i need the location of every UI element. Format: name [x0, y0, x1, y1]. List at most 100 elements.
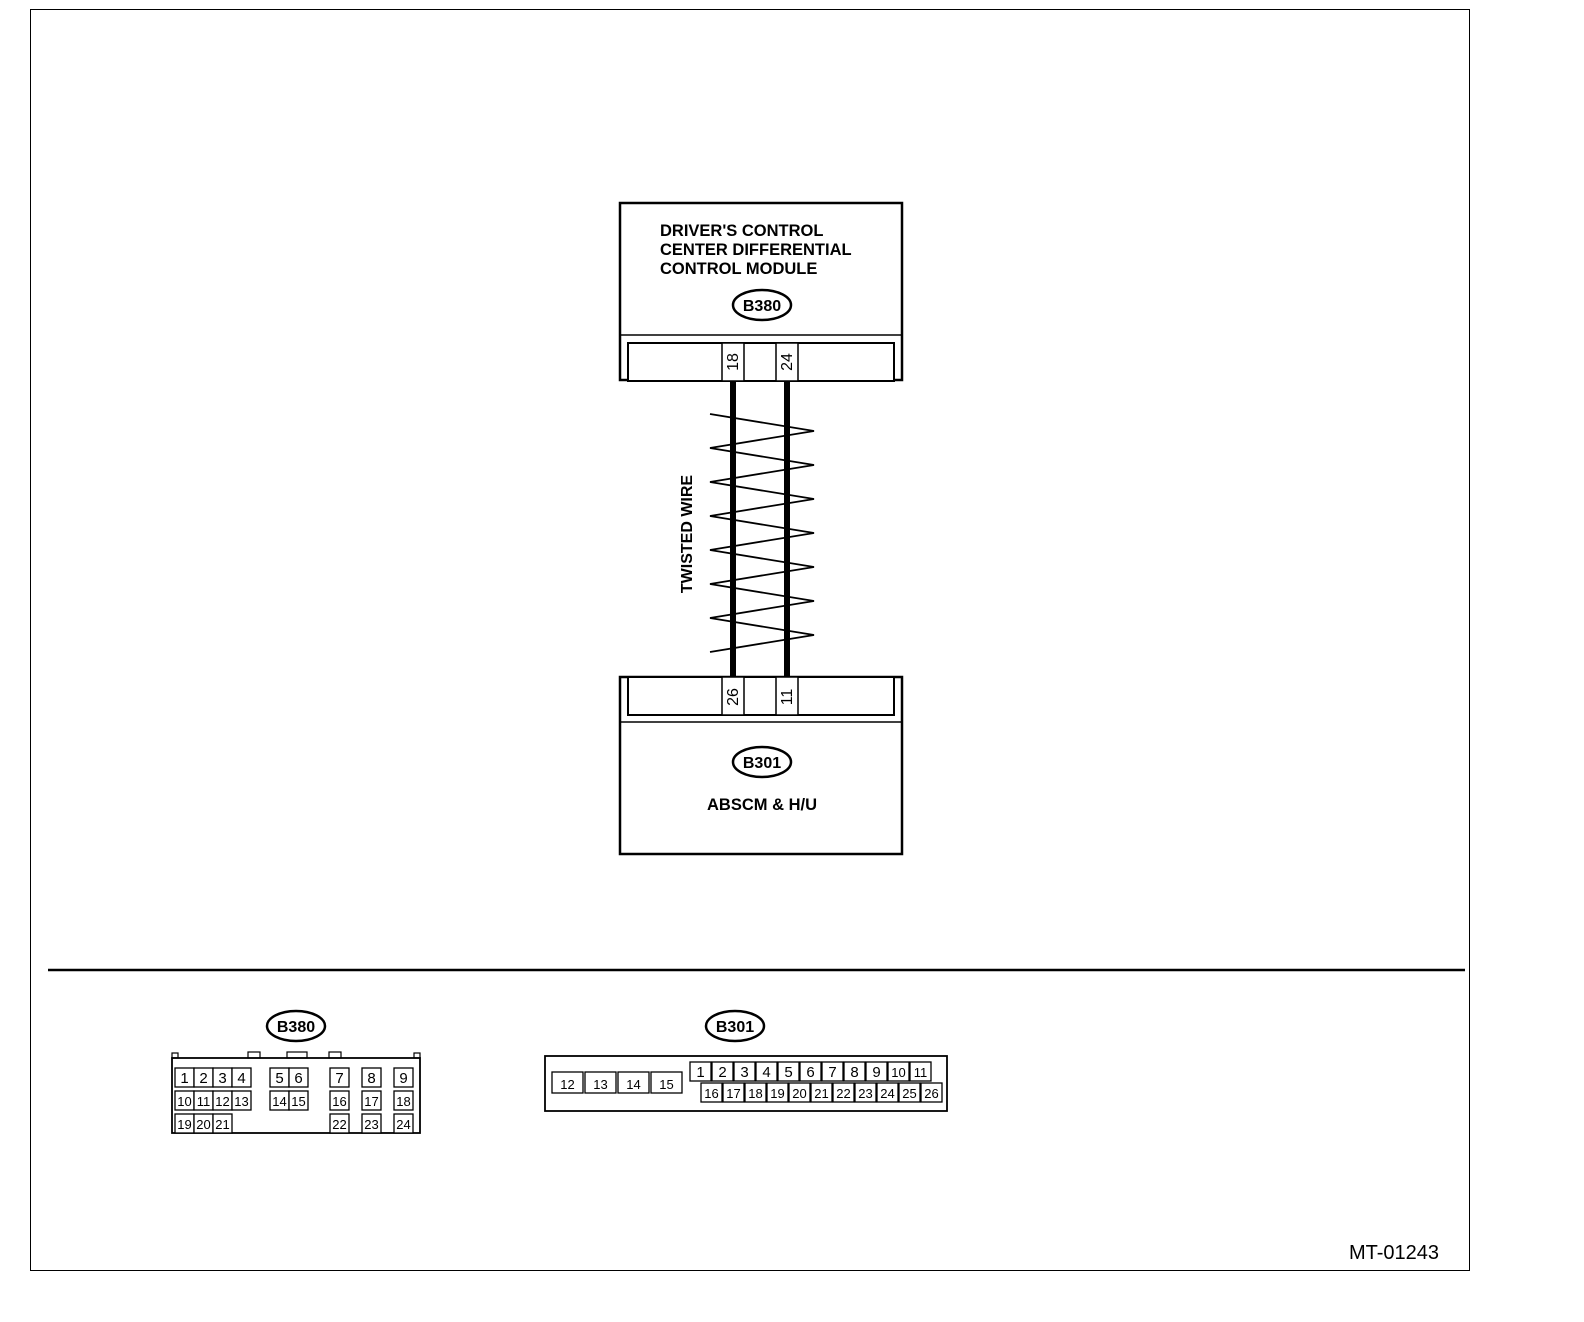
- b380-pin-20: 20: [193, 1113, 214, 1134]
- svg-text:23: 23: [364, 1117, 378, 1132]
- b380-label: B380: [277, 1019, 315, 1036]
- b380-pin-2: 2: [193, 1067, 214, 1088]
- b380-pin-4: 4: [231, 1067, 252, 1088]
- svg-text:13: 13: [593, 1077, 607, 1092]
- bottom-pin-26: 26: [725, 688, 742, 706]
- b380-pin-5: 5: [269, 1067, 290, 1088]
- b380-pin-22: 22: [329, 1113, 350, 1134]
- svg-text:22: 22: [836, 1086, 850, 1101]
- b380-pin-11: 11: [193, 1090, 214, 1111]
- svg-text:2: 2: [199, 1070, 207, 1087]
- b301-pin-9: 9: [865, 1061, 888, 1082]
- svg-text:17: 17: [726, 1086, 740, 1101]
- svg-text:17: 17: [364, 1094, 378, 1109]
- svg-text:18: 18: [748, 1086, 762, 1101]
- svg-text:8: 8: [850, 1064, 858, 1081]
- b301-label: B301: [716, 1019, 754, 1036]
- svg-text:25: 25: [902, 1086, 916, 1101]
- svg-text:12: 12: [215, 1094, 229, 1109]
- b301-pin-26: 26: [920, 1082, 943, 1103]
- svg-text:3: 3: [218, 1070, 226, 1087]
- top-connector-label: B380: [743, 298, 781, 315]
- svg-text:15: 15: [659, 1077, 673, 1092]
- b380-pin-1: 1: [174, 1067, 195, 1088]
- svg-text:9: 9: [399, 1070, 407, 1087]
- svg-text:15: 15: [291, 1094, 305, 1109]
- b301-pin-4: 4: [755, 1061, 778, 1082]
- svg-text:12: 12: [560, 1077, 574, 1092]
- svg-text:19: 19: [177, 1117, 191, 1132]
- b380-pin-7: 7: [329, 1067, 350, 1088]
- svg-text:21: 21: [814, 1086, 828, 1101]
- b301-pin-14: 14: [617, 1071, 650, 1094]
- svg-text:18: 18: [396, 1094, 410, 1109]
- svg-text:6: 6: [806, 1064, 814, 1081]
- b380-pin-8: 8: [361, 1067, 382, 1088]
- b301-pin-23: 23: [854, 1082, 877, 1103]
- b301-pin-25: 25: [898, 1082, 921, 1103]
- svg-text:11: 11: [197, 1094, 211, 1109]
- svg-text:24: 24: [396, 1117, 410, 1132]
- b301-pin-22: 22: [832, 1082, 855, 1103]
- b380-pin-10: 10: [174, 1090, 195, 1111]
- b380-pin-15: 15: [288, 1090, 309, 1111]
- b301-badge: [704, 1009, 766, 1043]
- b380-badge: [265, 1009, 327, 1043]
- b301-pin-8: 8: [843, 1061, 866, 1082]
- b301-pin-2: 2: [711, 1061, 734, 1082]
- b380-pin-24: 24: [393, 1113, 414, 1134]
- twisted-wire: TWISTED WIRE: [679, 381, 815, 677]
- b301-pin-24: 24: [876, 1082, 899, 1103]
- b301-pin-13: 13: [584, 1071, 617, 1094]
- top-module-name-line-3: CONTROL MODULE: [660, 260, 817, 278]
- bottom-connector-badge: [731, 745, 793, 779]
- b380-pin-16: 16: [329, 1090, 350, 1111]
- twist-line: [709, 413, 815, 653]
- svg-text:7: 7: [335, 1070, 343, 1087]
- b301-pin-5: 5: [777, 1061, 800, 1082]
- b301-pin-3: 3: [733, 1061, 756, 1082]
- b380-pin-17: 17: [361, 1090, 382, 1111]
- b380-pin-3: 3: [212, 1067, 233, 1088]
- b301-pin-12: 12: [551, 1071, 584, 1094]
- svg-text:8: 8: [367, 1070, 375, 1087]
- b380-pin-19: 19: [174, 1113, 195, 1134]
- b380-pin-13: 13: [231, 1090, 252, 1111]
- svg-text:26: 26: [924, 1086, 938, 1101]
- b380-pin-9: 9: [393, 1067, 414, 1088]
- b380-pin-18: 18: [393, 1090, 414, 1111]
- svg-text:3: 3: [740, 1064, 748, 1081]
- svg-text:5: 5: [784, 1064, 792, 1081]
- svg-text:5: 5: [275, 1070, 283, 1087]
- svg-text:13: 13: [234, 1094, 248, 1109]
- svg-text:1: 1: [180, 1070, 188, 1087]
- b380-pin-21: 21: [212, 1113, 233, 1134]
- top-pin-24: 24: [779, 353, 796, 371]
- top-connector-badge: [731, 288, 793, 322]
- top-pin-18: 18: [725, 353, 742, 371]
- svg-text:10: 10: [177, 1094, 191, 1109]
- bottom-module: 26 11 B301 ABSCM & H/U: [618, 675, 904, 856]
- b301-pin-15: 15: [650, 1071, 683, 1094]
- top-module-name-line-1: DRIVER'S CONTROL: [660, 222, 823, 240]
- diagram-frame: [30, 9, 1470, 1271]
- b380-pin-12: 12: [212, 1090, 233, 1111]
- b301-pin-7: 7: [821, 1061, 844, 1082]
- b301-pin-6: 6: [799, 1061, 822, 1082]
- b301-pin-17: 17: [722, 1082, 745, 1103]
- top-module-name-line-2: CENTER DIFFERENTIAL: [660, 241, 852, 259]
- bottom-connector-label: B301: [743, 755, 781, 772]
- svg-text:14: 14: [626, 1077, 640, 1092]
- svg-text:2: 2: [718, 1064, 726, 1081]
- b301-pin-10: 10: [887, 1061, 910, 1082]
- b380-pin-14: 14: [269, 1090, 290, 1111]
- b380-pin-23: 23: [361, 1113, 382, 1134]
- twisted-wire-label: TWISTED WIRE: [679, 475, 696, 594]
- svg-text:19: 19: [770, 1086, 784, 1101]
- bottom-module-name: ABSCM & H/U: [707, 796, 817, 814]
- b301-pin-21: 21: [810, 1082, 833, 1103]
- svg-text:6: 6: [294, 1070, 302, 1087]
- svg-text:4: 4: [237, 1070, 245, 1087]
